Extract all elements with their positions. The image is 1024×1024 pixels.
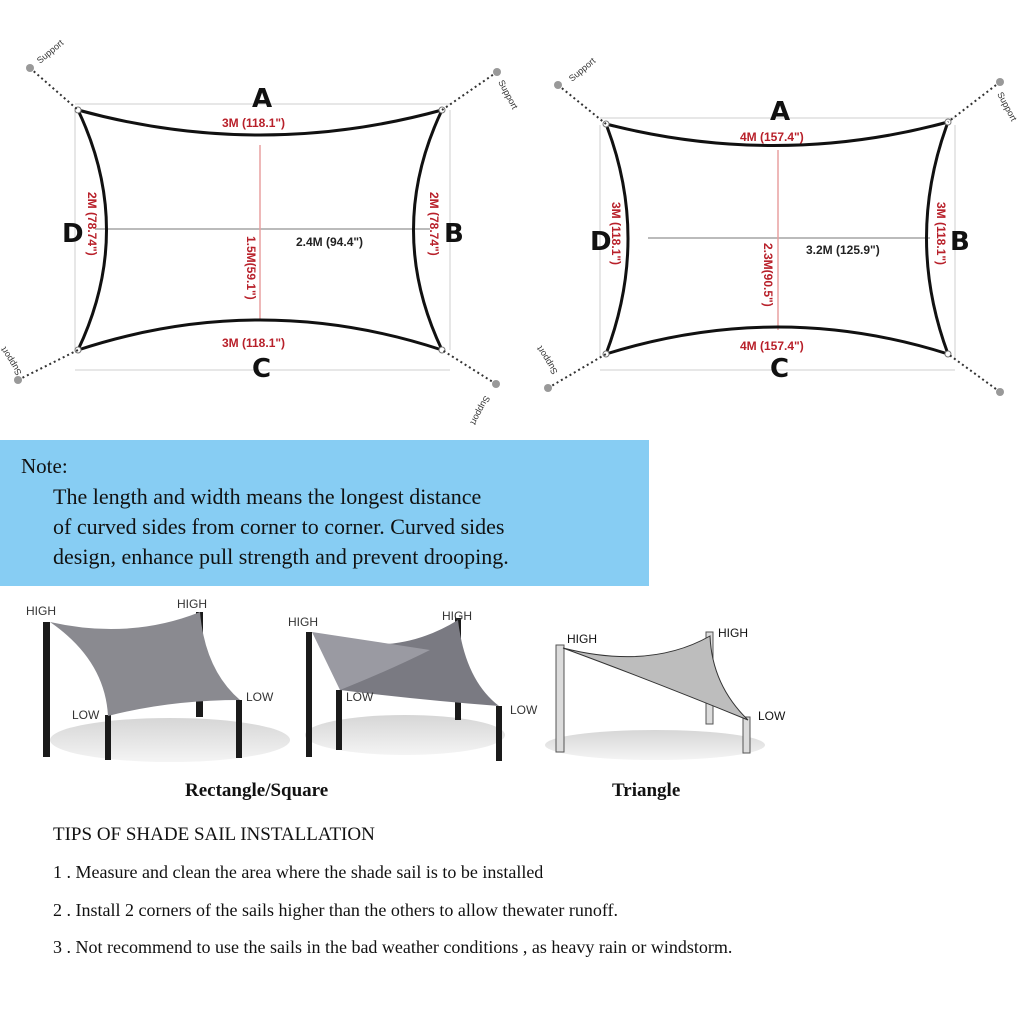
left-dimension: 2M (78.74") xyxy=(85,192,99,256)
caption-triangle: Triangle xyxy=(612,780,681,801)
install-rectangle-1: HIGH HIGH LOW LOW xyxy=(26,597,290,762)
low-label: LOW xyxy=(72,708,100,722)
high-label: HIGH xyxy=(442,609,472,623)
support-label: Support xyxy=(35,37,66,65)
support-label: Support xyxy=(995,90,1019,123)
top-dimension: 4M (157.4") xyxy=(740,130,804,144)
low-label: LOW xyxy=(510,703,538,717)
side-d-label: D xyxy=(590,227,612,257)
install-triangle: HIGH HIGH LOW xyxy=(545,626,786,760)
side-c-label: C xyxy=(770,354,789,384)
caption-rectangle: Rectangle/Square xyxy=(185,780,329,801)
install-rectangle-2: HIGH HIGH LOW LOW xyxy=(288,609,538,761)
low-label: LOW xyxy=(246,690,274,704)
side-a-label: A xyxy=(770,97,790,127)
support-label: Support xyxy=(468,394,492,427)
note-title: Note: xyxy=(21,454,68,478)
tip-item: 3 . Not recommend to use the sails in th… xyxy=(53,937,733,957)
high-label: HIGH xyxy=(177,597,207,611)
note-line: of curved sides from corner to corner. C… xyxy=(53,514,505,539)
support-label: Support xyxy=(496,78,520,111)
diagram-rectangle-4x3: Support Support Support A B C D 4M (157.… xyxy=(534,55,1019,396)
horizontal-dimension: 2.4M (94.4") xyxy=(296,235,363,249)
right-dimension: 2M (78.74") xyxy=(427,192,441,256)
vertical-dimension: 2.3M(90.5") xyxy=(761,243,775,307)
tip-item: 2 . Install 2 corners of the sails highe… xyxy=(53,900,619,920)
horizontal-dimension: 3.2M (125.9") xyxy=(806,243,880,257)
support-label: Support xyxy=(0,345,24,377)
side-b-label: B xyxy=(950,227,970,257)
side-c-label: C xyxy=(252,354,271,384)
note-line: The length and width means the longest d… xyxy=(53,484,482,509)
side-d-label: D xyxy=(62,219,84,249)
note-box: Note: The length and width means the lon… xyxy=(0,440,649,586)
high-label: HIGH xyxy=(288,615,318,629)
diagram-rectangle-3x2: Support Support Support Support A B C D … xyxy=(0,37,520,427)
left-dimension: 3M (118.1") xyxy=(609,202,623,265)
low-label: LOW xyxy=(758,709,786,723)
right-dimension: 3M (118.1") xyxy=(934,202,948,265)
bottom-dimension: 3M (118.1") xyxy=(222,336,285,350)
top-dimension: 3M (118.1") xyxy=(222,116,285,130)
side-a-label: A xyxy=(252,84,272,114)
tips-title: TIPS OF SHADE SAIL INSTALLATION xyxy=(53,824,375,845)
tip-item: 1 . Measure and clean the area where the… xyxy=(53,862,544,882)
vertical-dimension: 1.5M(59.1") xyxy=(244,236,258,300)
high-label: HIGH xyxy=(718,626,748,640)
side-b-label: B xyxy=(444,219,464,249)
high-label: HIGH xyxy=(567,632,597,646)
note-line: design, enhance pull strength and preven… xyxy=(53,544,509,569)
support-label: Support xyxy=(534,344,559,376)
note-body: The length and width means the longest d… xyxy=(53,482,643,572)
support-label: Support xyxy=(567,55,598,83)
high-label: HIGH xyxy=(26,604,56,618)
low-label: LOW xyxy=(346,690,374,704)
bottom-dimension: 4M (157.4") xyxy=(740,339,804,353)
